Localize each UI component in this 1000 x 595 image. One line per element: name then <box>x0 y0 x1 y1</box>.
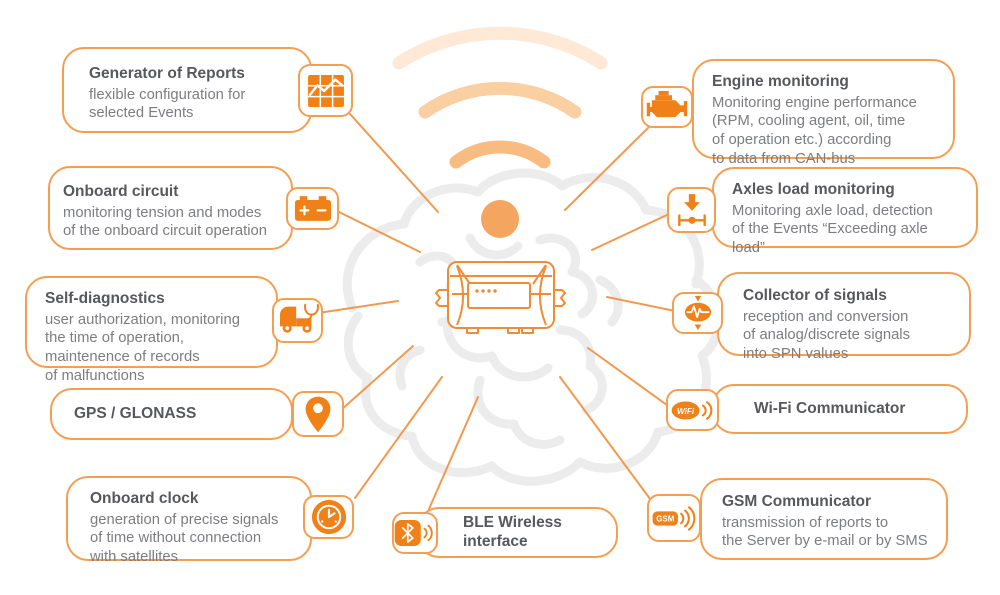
gsm-icon: GSM <box>647 494 701 542</box>
callout-gps-glonass: GPS / GLONASS <box>50 388 293 440</box>
callout-title: GPS / GLONASS <box>74 404 197 422</box>
engine-icon <box>641 86 693 128</box>
battery-icon <box>286 187 339 230</box>
gsm-badge-label: GSM <box>656 514 674 523</box>
callout-description: generation of precise signals of time wi… <box>90 511 279 566</box>
report-chart-icon <box>298 64 353 117</box>
clock-icon <box>303 495 354 539</box>
callout-engine-monitoring: Engine monitoring Monitoring engine perf… <box>692 59 955 167</box>
beacon-dot <box>481 200 519 238</box>
callout-title: Axles load monitoring <box>732 181 895 198</box>
brain-sketch <box>342 168 723 486</box>
callout-title: GSM Communicator <box>722 493 871 510</box>
callout-title: Engine monitoring <box>712 73 849 90</box>
callout-title: Onboard circuit <box>63 183 179 200</box>
telematics-device-icon <box>435 261 566 334</box>
callout-description: monitoring tension and modes of the onbo… <box>63 204 267 240</box>
callout-description: reception and conversion of analog/discr… <box>743 308 910 363</box>
signal-collector-icon <box>672 292 723 334</box>
callout-description: Monitoring engine performance (RPM, cool… <box>712 94 917 167</box>
callout-wifi-communicator: Wi-Fi Communicator <box>712 384 968 434</box>
callout-gsm-communicator: GSM Communicator transmission of reports… <box>700 478 948 560</box>
callout-axles-load-monitoring: Axles load monitoring Monitoring axle lo… <box>712 167 978 256</box>
callout-description: flexible configuration for selected Even… <box>89 86 246 122</box>
callout-description: user authorization, monitoring the time … <box>45 311 240 384</box>
connector-lines <box>317 113 676 510</box>
signal-waves-icon <box>392 26 608 238</box>
axle-load-icon <box>667 187 716 233</box>
callout-title: Collector of signals <box>743 287 887 304</box>
callout-title: Generator of Reports <box>89 65 245 82</box>
callout-title: Onboard clock <box>90 490 199 507</box>
callout-title: BLE Wireless interface <box>463 513 562 550</box>
wifi-badge-label: WiFi <box>676 406 694 415</box>
callout-onboard-clock: Onboard clock generation of precise sign… <box>66 476 312 565</box>
callout-self-diagnostics: Self-diagnostics user authorization, mon… <box>25 276 278 384</box>
callout-description: Monitoring axle load, detection of the E… <box>732 202 933 257</box>
callout-collector-of-signals: Collector of signals reception and conve… <box>717 272 971 362</box>
callout-generator-of-reports: Generator of Reports flexible configurat… <box>62 47 312 133</box>
callout-description: transmission of reports to the Server by… <box>722 514 928 550</box>
vehicle-diagnostics-icon <box>272 298 323 343</box>
location-pin-icon <box>292 391 344 437</box>
callout-title: Self-diagnostics <box>45 290 165 307</box>
wifi-icon: WiFi <box>666 389 719 431</box>
callout-onboard-circuit: Onboard circuit monitoring tension and m… <box>48 166 293 250</box>
callout-title: Wi-Fi Communicator <box>754 399 906 417</box>
bluetooth-icon <box>392 512 438 554</box>
callout-ble-wireless-interface: BLE Wireless interface <box>417 507 618 558</box>
